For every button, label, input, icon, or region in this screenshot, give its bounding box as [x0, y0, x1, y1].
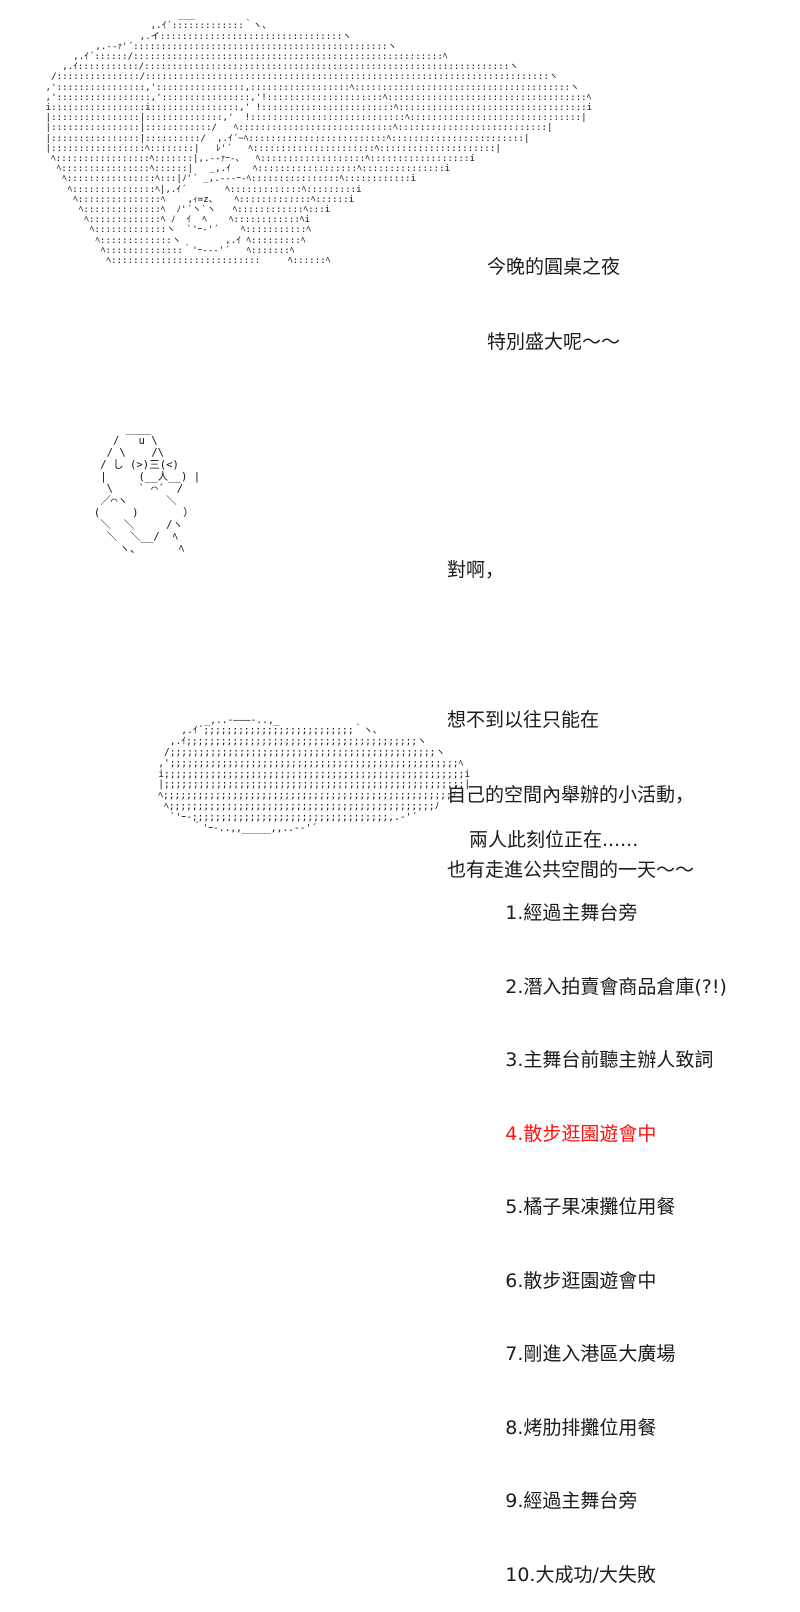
dialogue-text-block-1: 今晚的圓桌之夜 特別盛大呢～～: [487, 205, 620, 380]
choice-number: 5.: [505, 1196, 524, 1218]
choice-list: 1.經過主舞台旁 2.潛入拍賣會商品倉庫(?!) 3.主舞台前聽主辦人致詞 4.…: [469, 877, 727, 1612]
choice-label: 潛入拍賣會商品倉庫(?!): [523, 975, 727, 998]
choice-label: 主舞台前聽主辦人致詞: [523, 1049, 714, 1071]
choice-number: 9.: [505, 1490, 524, 1512]
choice-number: 7.: [505, 1343, 524, 1365]
choice-label: 經過主舞台旁: [523, 902, 638, 924]
choice-number: 2.: [505, 975, 524, 998]
choice-number: 3.: [505, 1049, 524, 1071]
choice-number: 6.: [505, 1269, 524, 1292]
choice-number: 1.: [505, 902, 524, 924]
choice-item-3[interactable]: 3.主舞台前聽主辦人致詞: [469, 1024, 727, 1098]
dialogue-line: 特別盛大呢～～: [487, 331, 621, 353]
choice-item-9[interactable]: 9.經過主舞台旁: [469, 1465, 727, 1539]
choice-number: 10.: [505, 1563, 536, 1586]
dialogue-line: 也有走進公共空間的一天～～: [447, 859, 695, 881]
choice-item-7[interactable]: 7.剛進入港區大廣場: [469, 1318, 727, 1392]
choice-item-10[interactable]: 10.大成功/大失敗: [469, 1538, 727, 1612]
dialogue-line: 今晚的圓桌之夜: [487, 256, 621, 278]
ascii-art-panel-2: ____ / u \ / \ /\ / し (>)三(<) | (__人__) …: [93, 422, 201, 555]
dialogue-text-block-2: 對啊， 想不到以往只能在 自己的空間內舉辦的小活動， 也有走進公共空間的一天～～: [447, 508, 694, 908]
dialogue-line: 自己的空間內舉辦的小活動，: [447, 784, 695, 806]
choice-item-8[interactable]: 8.烤肋排攤位用餐: [469, 1391, 727, 1465]
dialogue-blank-line: [447, 633, 694, 658]
choice-item-1[interactable]: 1.經過主舞台旁: [469, 877, 727, 951]
choice-item-6[interactable]: 6.散步逛園遊會中: [469, 1244, 727, 1318]
ascii-art-panel-3: _,..-―――-..,_ ,.ｲ´;;;;;;;;;;;;;;;;;;;;;;…: [158, 714, 471, 834]
choice-number: 4.: [505, 1122, 524, 1145]
choice-item-4[interactable]: 4.散步逛園遊會中: [469, 1097, 727, 1171]
choice-label: 大成功/大失敗: [535, 1563, 656, 1586]
choice-item-5[interactable]: 5.橘子果凍攤位用餐: [469, 1171, 727, 1245]
choice-number: 8.: [505, 1416, 524, 1439]
choice-label: 散步逛園遊會中: [523, 1122, 657, 1145]
choice-block: 兩人此刻位正在...... 1.經過主舞台旁 2.潛入拍賣會商品倉庫(?!) 3…: [469, 828, 727, 1612]
choice-heading: 兩人此刻位正在......: [469, 829, 639, 851]
choice-label: 剛進入港區大廣場: [523, 1343, 676, 1365]
choice-label: 橘子果凍攤位用餐: [523, 1196, 676, 1218]
choice-item-2[interactable]: 2.潛入拍賣會商品倉庫(?!): [469, 950, 727, 1024]
choice-label: 經過主舞台旁: [523, 1490, 638, 1512]
dialogue-line: 想不到以往只能在: [447, 709, 600, 731]
dialogue-line: 對啊，: [447, 559, 505, 581]
ascii-art-panel-1: ___ ,.ｲ´:::::::::::::｀ヽ、 ,.イ::::::::::::…: [45, 10, 593, 267]
choice-label: 烤肋排攤位用餐: [523, 1416, 657, 1439]
choice-label: 散步逛園遊會中: [523, 1269, 657, 1292]
